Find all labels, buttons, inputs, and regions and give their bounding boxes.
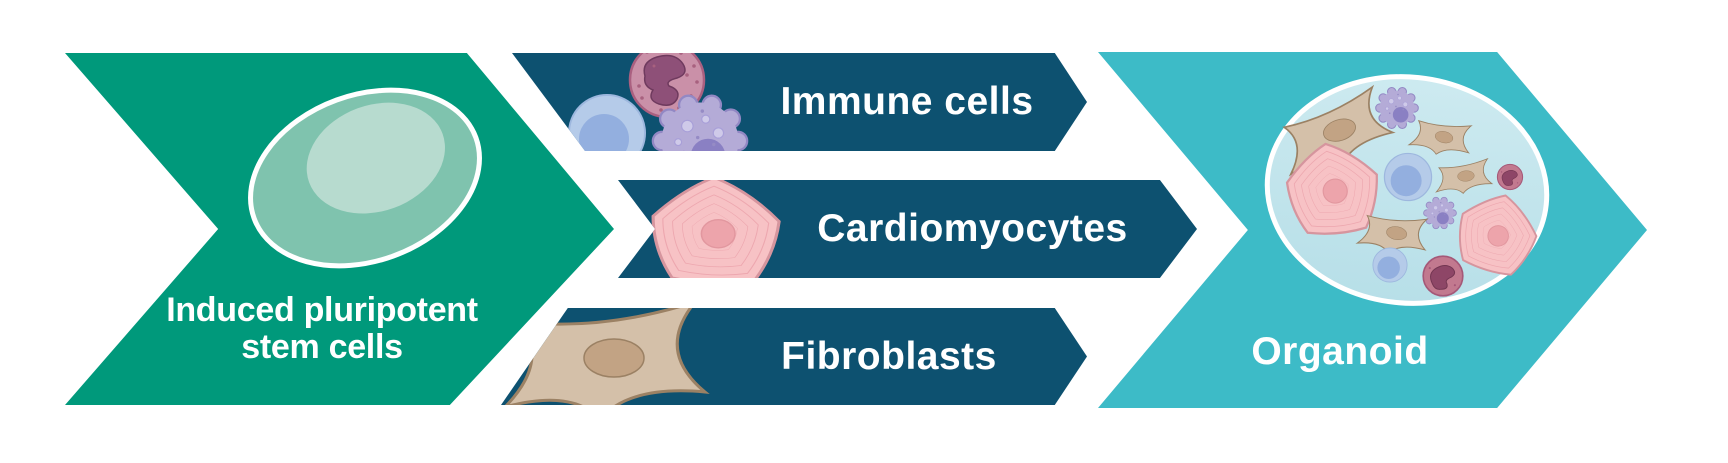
arrow-fibroblasts: Fibroblasts	[501, 308, 1087, 405]
ipsc-label-line1: Induced pluripotent	[166, 291, 478, 329]
stem-cell-icon	[248, 87, 482, 269]
ipsc-label-line2: stem cells	[241, 328, 403, 366]
fibroblasts-label: Fibroblasts	[781, 334, 997, 378]
ipsc-label: Induced pluripotent stem cells	[102, 290, 542, 368]
cardiomyocytes-label: Cardiomyocytes	[817, 207, 1128, 250]
arrow-immune-cells: Immune cells	[512, 53, 1087, 151]
organoid-icon	[1264, 74, 1550, 306]
immune-cells-label: Immune cells	[780, 80, 1034, 123]
organoid-label: Organoid	[1251, 330, 1429, 373]
arrow-cardiomyocytes: Cardiomyocytes	[618, 180, 1197, 278]
